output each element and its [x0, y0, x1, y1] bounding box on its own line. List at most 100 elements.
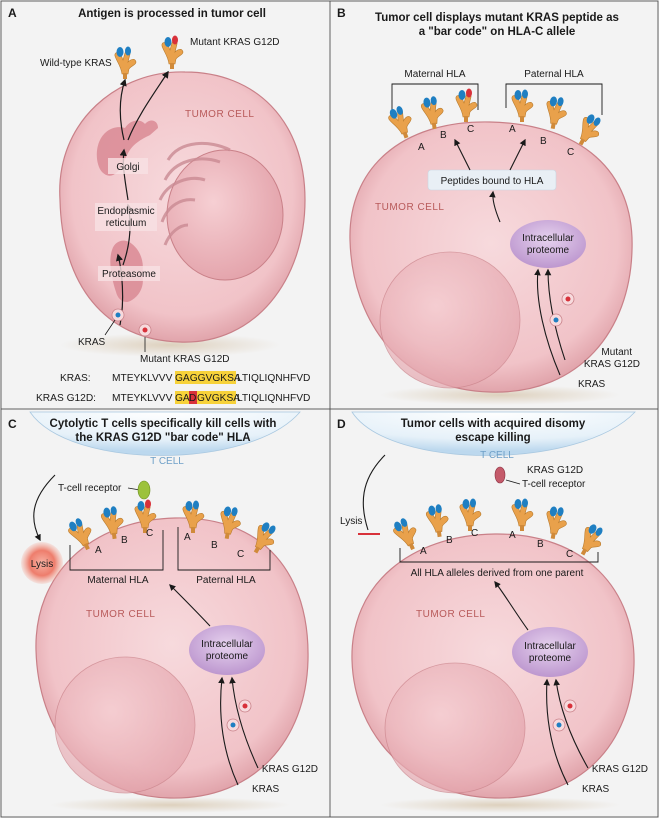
- nucleus: [384, 662, 526, 794]
- proteome-shape: [189, 625, 265, 675]
- proteome-shape: [510, 220, 586, 268]
- panel-a-tumor-cell-label: TUMOR CELL: [185, 109, 254, 120]
- nucleus: [379, 251, 521, 389]
- d-kras-label: KRAS: [582, 784, 610, 795]
- cell-shadow: [380, 385, 620, 405]
- d-hla-c1: [459, 498, 482, 532]
- c-allele-c-paternal: C: [237, 549, 244, 560]
- arrow-to-surface-mutant: [127, 70, 169, 141]
- d-allele-b1: B: [446, 535, 453, 546]
- c-paternal-bracket: [177, 527, 271, 571]
- seq-g12d-mut-highlight: [189, 391, 197, 404]
- t-cell-shape: [29, 411, 301, 456]
- d-allele-b2: B: [537, 539, 544, 550]
- cell-shadow: [380, 797, 620, 813]
- arrow-to-surface-wild: [119, 78, 127, 141]
- d-allele-a1: A: [420, 546, 427, 557]
- seq-g12d-hl2: GVGKSA: [197, 393, 240, 404]
- c-lysis-label: Lysis: [31, 559, 53, 570]
- hla-wild-type: [114, 46, 137, 80]
- kras-dot: [230, 722, 236, 728]
- c-hla-paternal-a: [182, 500, 205, 534]
- panel-c: C Cytolytic T cells specifically kill ce…: [8, 411, 318, 813]
- panel-b-tumor-cell-label: TUMOR CELL: [375, 202, 444, 213]
- panel-d-letter: D: [337, 417, 346, 431]
- mutant-bottom-label: Mutant KRAS G12D: [140, 354, 229, 365]
- tcr-shape: [137, 480, 151, 500]
- c-paternal-label: Paternal HLA: [196, 575, 256, 586]
- maternal-bracket: [391, 83, 479, 110]
- arrow-g12d-in: [229, 676, 259, 769]
- panel-b-title-line2: a "bar code" on HLA-C allele: [419, 26, 576, 38]
- hla-maternal-b: [420, 96, 447, 131]
- maternal-label: Maternal HLA: [404, 69, 465, 80]
- c-hla-maternal-b: [100, 506, 127, 541]
- arrow-to-peptides: [489, 190, 501, 223]
- hla-maternal-a: [386, 106, 418, 142]
- proteasome-label-bg: [98, 266, 160, 281]
- panel-c-letter: C: [8, 417, 17, 431]
- d-hla-b2: [542, 506, 569, 542]
- b-allele-b-maternal: B: [440, 130, 447, 141]
- d-all-hla-label: All HLA alleles derived from one parent: [411, 568, 584, 579]
- b-mutant-line2: KRAS G12D: [584, 359, 640, 370]
- tcr-leader: [505, 479, 521, 485]
- c-kras-label: KRAS: [252, 784, 280, 795]
- c-maternal-label: Maternal HLA: [87, 575, 148, 586]
- c-allele-c-maternal: C: [146, 528, 153, 539]
- d-tcr-label: T-cell receptor: [522, 479, 586, 490]
- b-allele-b-paternal: B: [540, 136, 547, 147]
- nucleus: [54, 656, 196, 794]
- c-g12d-label: KRAS G12D: [262, 764, 318, 775]
- mutant-dot: [565, 296, 571, 302]
- d-hla-a2: [511, 498, 534, 532]
- arrow-kras-in: [534, 268, 561, 376]
- panel-c-title-line1: Cytolytic T cells specifically kill cell…: [50, 418, 277, 430]
- cell-shadow: [60, 333, 280, 357]
- mutant-dot: [242, 703, 248, 709]
- c-t-cell-label: T CELL: [150, 456, 184, 467]
- peptides-label: Peptides bound to HLA: [441, 176, 544, 187]
- seq-g12d-label: KRAS G12D:: [36, 393, 96, 404]
- mutant-dot: [142, 327, 148, 333]
- arrow-to-maternal: [169, 584, 211, 627]
- nucleus: [166, 149, 284, 281]
- cell-shadow: [50, 797, 290, 813]
- panel-d: D Tumor cells with acquired disomy escap…: [337, 411, 648, 813]
- paternal-label: Paternal HLA: [524, 69, 584, 80]
- er-label-line2: reticulum: [106, 218, 147, 229]
- b-allele-a-paternal: A: [509, 124, 516, 135]
- t-cell-shape: [351, 411, 636, 456]
- seq-g12d-mut: D: [189, 393, 196, 404]
- peptides-box: [427, 169, 557, 191]
- c-proteome-line2: proteome: [206, 651, 249, 662]
- panel-a-letter: A: [8, 6, 17, 20]
- panel-c-title-line2: the KRAS G12D "bar code" HLA: [75, 432, 250, 444]
- endoplasmic-reticulum-shape: [158, 141, 231, 246]
- b-proteome-line1: Intracellular: [522, 233, 574, 244]
- arrow-to-lysis-blocked: [362, 454, 386, 531]
- d-hla-a1: [391, 518, 424, 555]
- seq-g12d-pre: MTEYKLVVV: [112, 393, 173, 404]
- b-proteome-line2: proteome: [527, 245, 570, 256]
- seq-kras-post: LTIQLIQNHFVD: [237, 373, 310, 384]
- arrow-to-paternal: [509, 138, 526, 171]
- er-label-line1: Endoplasmic: [97, 206, 154, 217]
- b-mutant-line1: Mutant: [601, 347, 632, 358]
- arrow-to-hla: [494, 580, 529, 631]
- kras-label: KRAS: [78, 337, 106, 348]
- mutant-dot: [567, 703, 573, 709]
- c-tumor-cell-label: TUMOR CELL: [86, 609, 155, 620]
- golgi-label: Golgi: [116, 162, 139, 173]
- d-tumor-cell-label: TUMOR CELL: [416, 609, 485, 620]
- golgi-label-bg: [108, 158, 148, 174]
- kras-dot: [553, 317, 559, 323]
- d-hla-c2: [573, 524, 607, 561]
- b-allele-a-maternal: A: [418, 142, 425, 153]
- d-lysis-label: Lysis: [340, 516, 362, 527]
- arrow-kras-in: [543, 678, 569, 786]
- seq-kras-label: KRAS:: [60, 373, 91, 384]
- panel-b-title-line1: Tumor cell displays mutant KRAS peptide …: [375, 12, 619, 24]
- panel-a-title: Antigen is processed in tumor cell: [78, 8, 266, 20]
